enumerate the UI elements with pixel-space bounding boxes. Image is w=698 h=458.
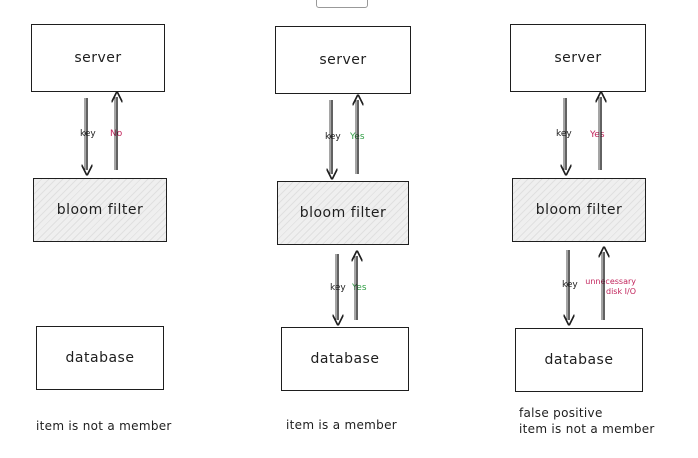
- panel-2-db-response-arrow: [355, 256, 357, 320]
- panel-1-database-box: database: [36, 326, 164, 390]
- panel-3-response-arrow: [599, 97, 601, 170]
- panel-3-key-arrow: [564, 98, 566, 170]
- panel-2-database-box: database: [281, 327, 409, 391]
- panel-1-bloom-filter-box: bloom filter: [33, 178, 167, 242]
- panel-2-bloom-filter-box: bloom filter: [277, 181, 409, 245]
- panel-1-key-label: key: [80, 129, 96, 139]
- panel-3-response-label: Yes: [590, 130, 605, 140]
- panel-1-database-label: database: [65, 350, 135, 366]
- panel-2-server-box: server: [275, 26, 411, 94]
- panel-1-response-arrow: [115, 97, 117, 170]
- panel-2-db-response-label: Yes: [352, 283, 367, 293]
- panel-3-server-label: server: [554, 50, 602, 66]
- panel-3-db-key-arrow: [567, 250, 569, 320]
- panel-3-database-box: database: [515, 328, 643, 392]
- panel-2-server-label: server: [319, 52, 367, 68]
- panel-1-key-arrow: [85, 98, 87, 170]
- panel-1-server-box: server: [31, 24, 165, 92]
- panel-3-server-box: server: [510, 24, 646, 92]
- panel-1-bloom-filter-label: bloom filter: [56, 202, 144, 218]
- panel-2-response-arrow: [356, 100, 358, 174]
- panel-1-response-label: No: [110, 129, 123, 139]
- panel-2-db-key-arrow: [336, 254, 338, 320]
- panel-3-db-key-label: key: [562, 280, 578, 290]
- panel-2-key-label: key: [325, 132, 341, 142]
- panel-2-response-label: Yes: [350, 132, 365, 142]
- panel-3-db-response-arrow: [602, 252, 604, 320]
- panel-3-db-response-label: unnecessary disk I/O: [585, 277, 636, 296]
- panel-3-database-label: database: [544, 352, 614, 368]
- panel-1-caption: item is not a member: [36, 419, 172, 433]
- panel-3-bloom-filter-box: bloom filter: [512, 178, 646, 242]
- panel-2-key-arrow: [330, 100, 332, 174]
- top-toolbar-button[interactable]: [316, 0, 368, 8]
- panel-3-bloom-filter-label: bloom filter: [535, 202, 623, 218]
- panel-2-caption: item is a member: [286, 418, 397, 432]
- panel-3-caption: false positive item is not a member: [519, 406, 655, 436]
- panel-2-database-label: database: [310, 351, 380, 367]
- panel-2-bloom-filter-label: bloom filter: [299, 205, 387, 221]
- panel-1-server-label: server: [74, 50, 122, 66]
